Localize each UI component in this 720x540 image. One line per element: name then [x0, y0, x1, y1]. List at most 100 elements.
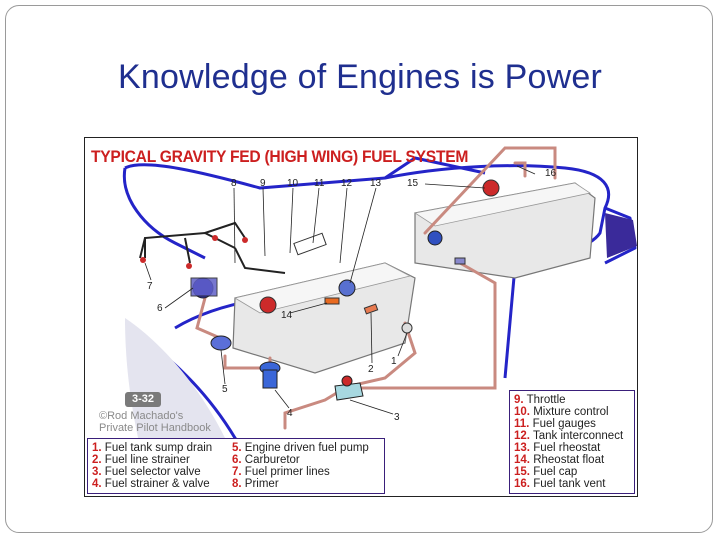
- legend-num: 2.: [92, 454, 102, 466]
- legend-num: 1.: [92, 442, 102, 454]
- callout-16: 16: [545, 168, 557, 179]
- sump-drain: [401, 322, 413, 334]
- tail-fill: [605, 213, 637, 258]
- leader-7: [144, 262, 152, 281]
- leader-9: [262, 187, 266, 257]
- leader-6: [164, 287, 194, 309]
- legend-text: Fuel tank sump drain: [104, 442, 213, 454]
- fuel-strainer-bowl: [262, 369, 278, 389]
- primer-line-2: [184, 237, 191, 264]
- leader-2: [370, 312, 373, 364]
- primer-fitting-3: [212, 235, 218, 241]
- legend-text: Engine driven fuel pump: [244, 442, 369, 454]
- legend-num: 3.: [92, 466, 102, 478]
- legend-item-9: 9. Throttle: [514, 394, 566, 406]
- fuel-line-to-strainer: [283, 386, 347, 430]
- leader-16: [516, 165, 536, 175]
- figure-number-badge: 3-32: [125, 392, 161, 407]
- callout-9: 9: [260, 178, 266, 189]
- fuel-cap-left: [259, 296, 277, 314]
- legend-left: 1. Fuel tank sump drain 2. Fuel line str…: [87, 438, 385, 494]
- legend-text: Fuel selector valve: [104, 466, 201, 478]
- callout-6: 6: [157, 303, 163, 314]
- legend-num: 11.: [514, 418, 530, 430]
- primer-fitting-1: [140, 257, 146, 263]
- legend-text: Carburetor: [244, 454, 300, 466]
- fuel-selector-valve: [334, 382, 364, 401]
- fuel-line-vent: [513, 161, 527, 178]
- leader-15: [424, 183, 486, 189]
- callout-5: 5: [222, 384, 228, 395]
- legend-num: 12.: [514, 430, 530, 442]
- fuel-pump: [210, 335, 232, 351]
- leader-11: [312, 187, 320, 244]
- legend-item-13: 13. Fuel rheostat: [514, 442, 600, 454]
- leader-10: [289, 187, 294, 254]
- airframe-wing-root: [384, 156, 486, 180]
- callout-15: 15: [407, 178, 419, 189]
- callout-11: 11: [314, 178, 325, 189]
- legend-text: Throttle: [526, 394, 566, 406]
- callout-7: 7: [147, 281, 153, 292]
- callout-1: 1: [391, 356, 397, 367]
- fuel-cap-right: [482, 179, 500, 197]
- legend-text: Fuel cap: [533, 466, 578, 478]
- fuel-vent-fitting: [427, 230, 443, 246]
- legend-num: 15.: [514, 466, 530, 478]
- fuel-line-left-feed: [348, 321, 417, 388]
- fuel-selector-knob: [341, 375, 353, 387]
- legend-text: Rheostat float: [533, 454, 605, 466]
- airframe-nose: [122, 167, 206, 260]
- legend-item-10: 10. Mixture control: [514, 406, 609, 418]
- wing-fill: [125, 318, 240, 468]
- slide-title: Knowledge of Engines is Power: [118, 58, 602, 96]
- legend-text: Tank interconnect: [533, 430, 624, 442]
- callout-13: 13: [370, 178, 382, 189]
- fuel-rheostat: [338, 279, 356, 297]
- legend-item-3: 3. Fuel selector valve: [92, 466, 201, 478]
- legend-text: Mixture control: [533, 406, 609, 418]
- callout-4: 4: [287, 408, 293, 419]
- legend-num: 5.: [232, 442, 242, 454]
- legend-item-8: 8. Primer: [232, 478, 279, 490]
- components: [140, 179, 500, 401]
- legend-num: 4.: [92, 478, 102, 490]
- legend-item-12: 12. Tank interconnect: [514, 430, 623, 442]
- callout-3: 3: [394, 412, 400, 423]
- legend-text: Fuel gauges: [532, 418, 596, 430]
- leader-13: [349, 187, 377, 284]
- callout-12: 12: [341, 178, 353, 189]
- leader-5: [220, 349, 226, 385]
- callout-8: 8: [231, 178, 237, 189]
- legend-item-7: 7. Fuel primer lines: [232, 466, 330, 478]
- primer-lines: [139, 221, 286, 274]
- legend-text: Fuel line strainer: [104, 454, 190, 466]
- legend-right: 9. Throttle 10. Mixture control 11. Fuel…: [509, 390, 635, 494]
- legend-item-15: 15. Fuel cap: [514, 466, 577, 478]
- legend-text: Fuel rheostat: [533, 442, 601, 454]
- legend-item-4: 4. Fuel strainer & valve: [92, 478, 210, 490]
- primer-fitting-2: [186, 263, 192, 269]
- primer-line-1: [144, 231, 236, 258]
- legend-text: Primer: [244, 478, 279, 490]
- leader-lines: [144, 165, 536, 415]
- tank-interconnect-fitting: [454, 257, 466, 265]
- fuel-gauge-rear: [293, 232, 327, 256]
- primer-line-4: [204, 221, 246, 239]
- legend-text: Fuel strainer & valve: [104, 478, 210, 490]
- fuel-line-to-carb: [195, 296, 222, 340]
- legend-num: 14.: [514, 454, 530, 466]
- legend-item-6: 6. Carburetor: [232, 454, 300, 466]
- fuel-system-diagram: TYPICAL GRAVITY FED (HIGH WING) FUEL SYS…: [84, 137, 638, 497]
- legend-item-5: 5. Engine driven fuel pump: [232, 442, 369, 454]
- diagram-title: TYPICAL GRAVITY FED (HIGH WING) FUEL SYS…: [91, 147, 469, 166]
- primer-line-5: [234, 247, 286, 274]
- right-fuel-tank: [413, 182, 596, 279]
- legend-item-16: 16. Fuel tank vent: [514, 478, 605, 490]
- credit-line-2: Private Pilot Handbook: [99, 422, 211, 434]
- legend-item-2: 2. Fuel line strainer: [92, 454, 190, 466]
- credit-line-1: ©Rod Machado's: [99, 410, 184, 422]
- leader-8: [233, 187, 236, 264]
- callout-2: 2: [368, 364, 374, 375]
- figure-credit: ©Rod Machado's Private Pilot Handbook: [99, 410, 211, 434]
